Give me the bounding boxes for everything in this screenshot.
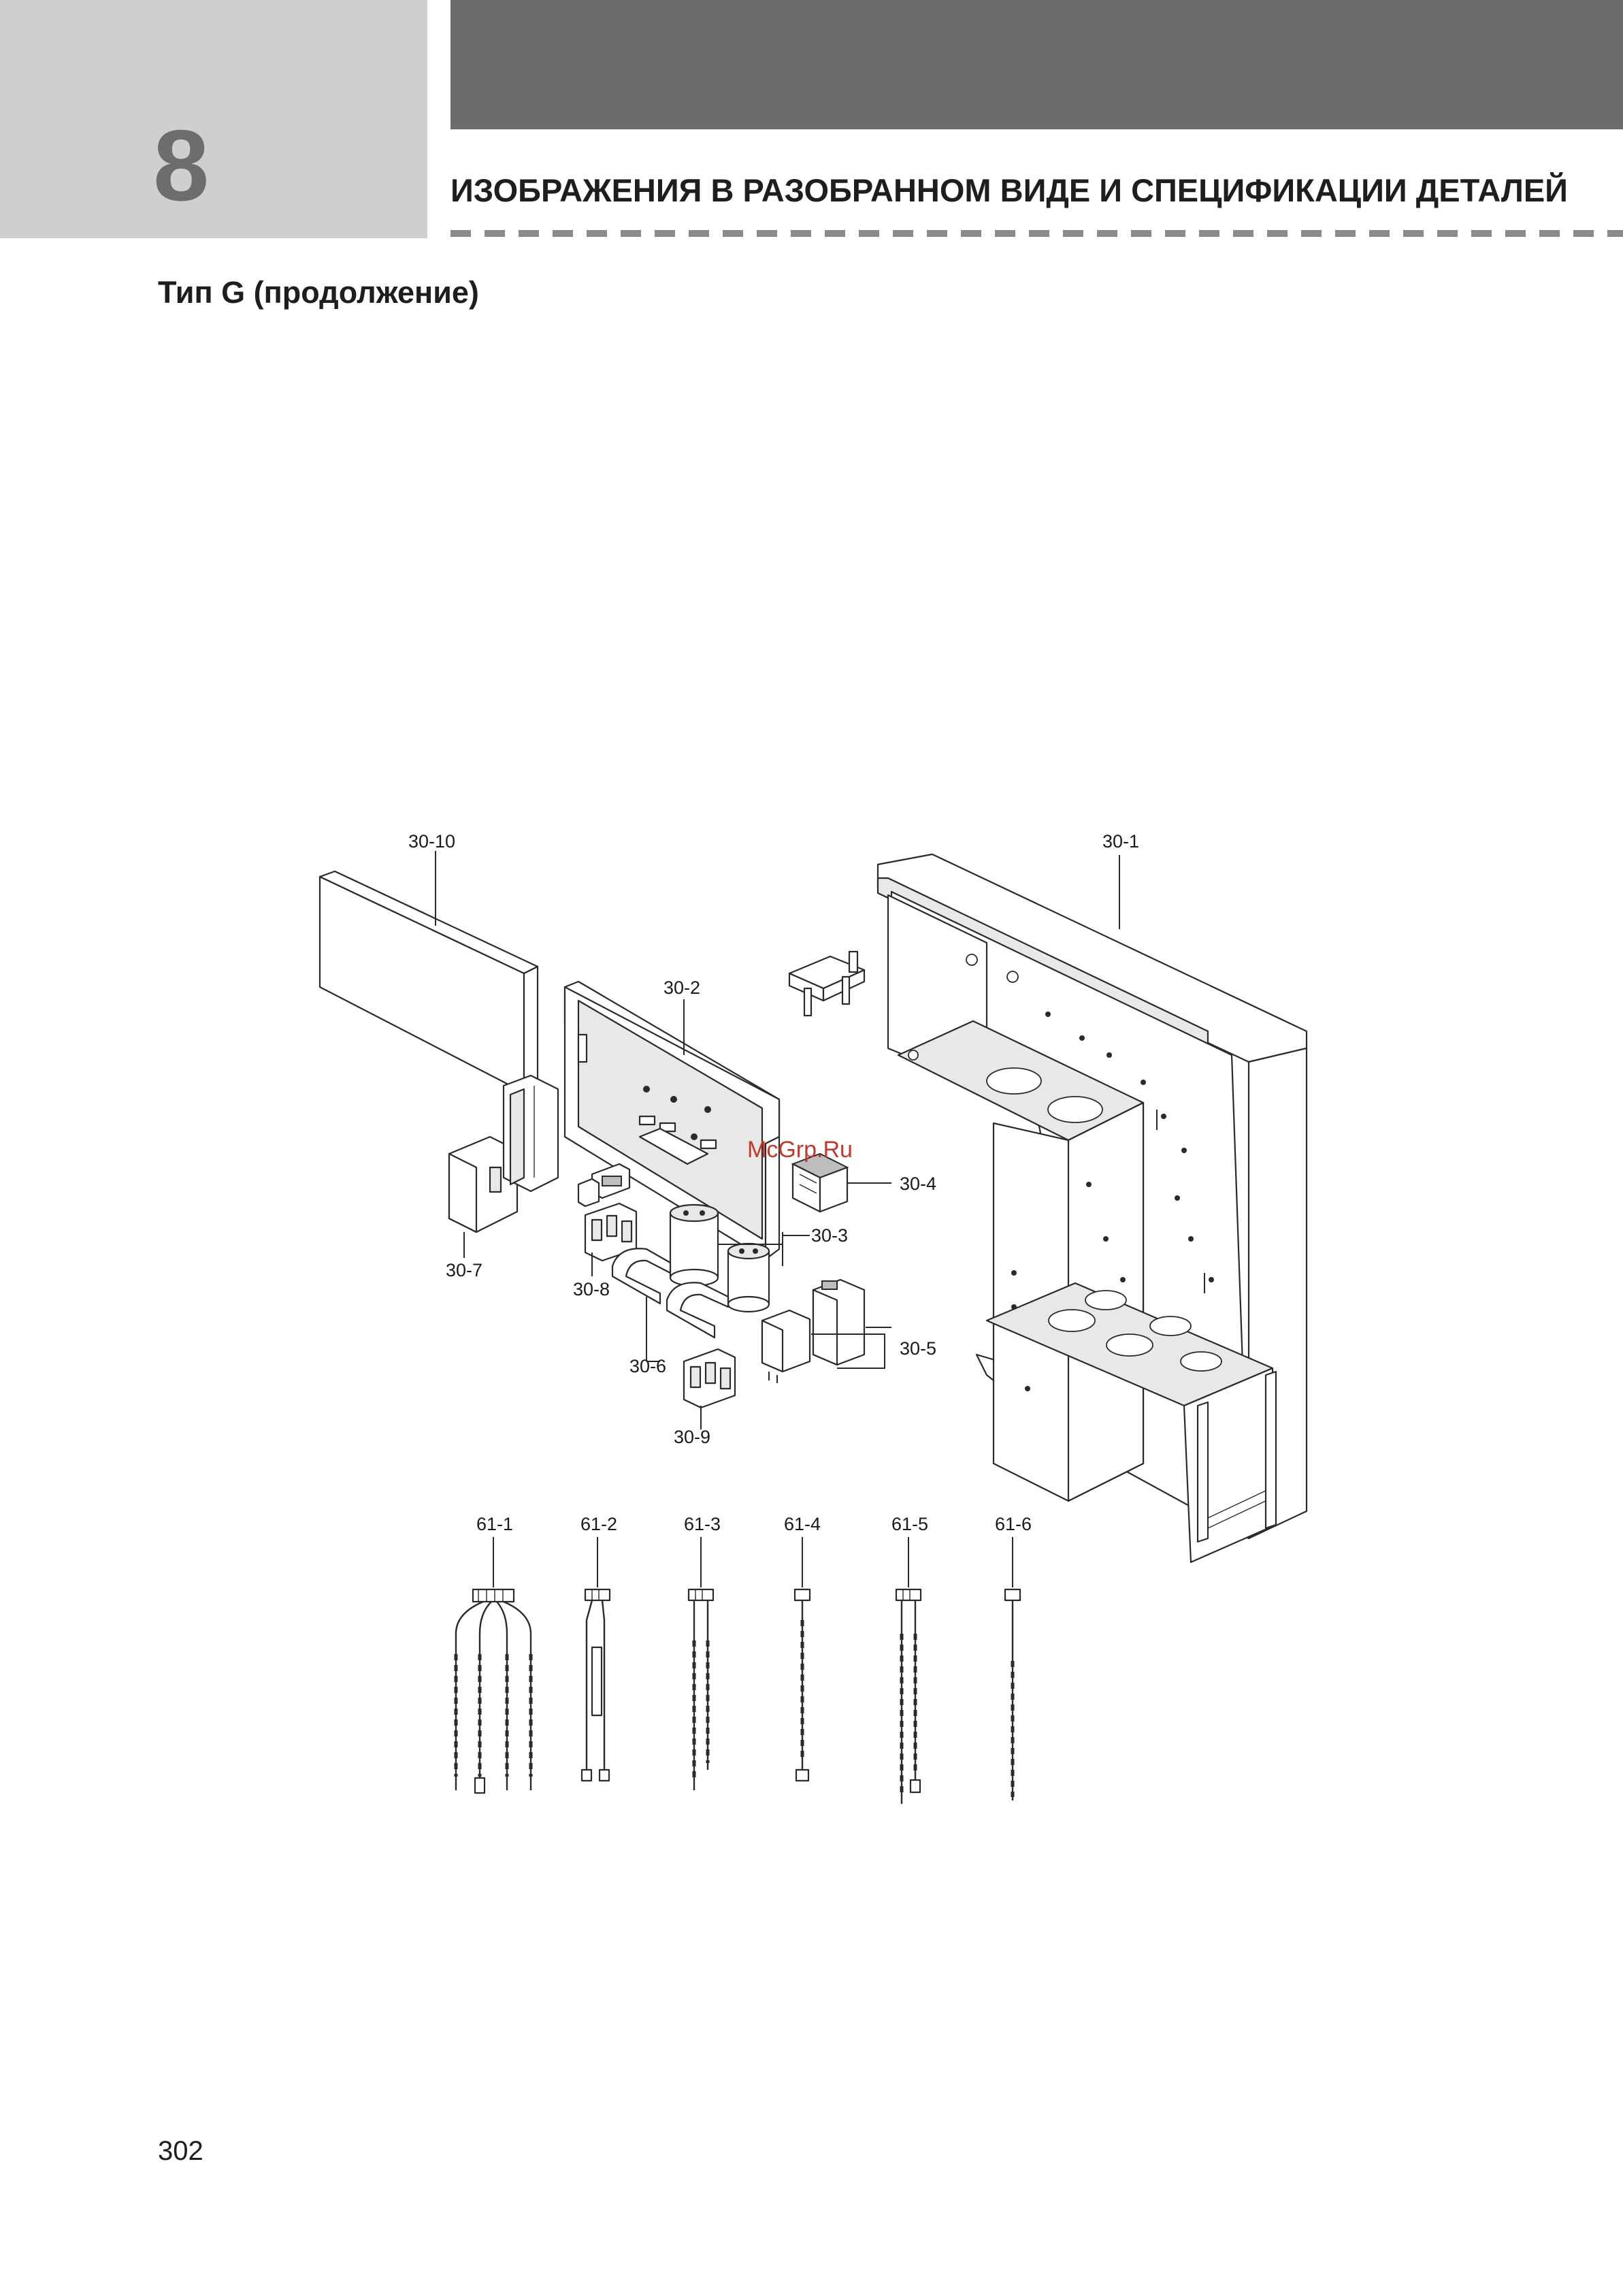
part-30-1-housing xyxy=(878,854,1307,1562)
label-30-10: 30-10 xyxy=(408,831,455,852)
harness-61-4 xyxy=(795,1589,810,1781)
page-number: 302 xyxy=(158,2135,203,2167)
part-small-relay xyxy=(578,1164,629,1206)
label-30-7: 30-7 xyxy=(446,1260,482,1280)
label-30-2: 30-2 xyxy=(663,977,700,998)
part-30-9-terminal xyxy=(684,1349,735,1408)
label-61-4: 61-4 xyxy=(784,1514,821,1534)
label-30-9: 30-9 xyxy=(674,1427,710,1447)
label-30-5: 30-5 xyxy=(900,1338,936,1359)
harness-61-2 xyxy=(582,1589,610,1781)
part-30-10-panel xyxy=(320,871,538,1093)
label-30-4: 30-4 xyxy=(900,1174,936,1194)
label-61-1: 61-1 xyxy=(476,1514,513,1534)
label-30-8: 30-8 xyxy=(573,1279,610,1299)
exploded-view-diagram: 30-10 30-2 30-1 30-4 30-3 30-7 30-8 30-5… xyxy=(293,830,1347,1824)
harness-61-3 xyxy=(689,1589,713,1790)
header-bar xyxy=(450,0,1623,129)
watermark: McGrp.Ru xyxy=(747,1137,853,1163)
harness-61-6 xyxy=(1005,1589,1020,1800)
label-30-6: 30-6 xyxy=(629,1356,666,1376)
section-title: ИЗОБРАЖЕНИЯ В РАЗОБРАННОМ ВИДЕ И СПЕЦИФИ… xyxy=(450,172,1607,210)
label-61-6: 61-6 xyxy=(995,1514,1032,1534)
part-bracket xyxy=(789,952,864,1016)
chapter-number: 8 xyxy=(153,116,235,216)
label-30-3: 30-3 xyxy=(811,1225,848,1246)
label-61-2: 61-2 xyxy=(580,1514,617,1534)
page-subtitle: Тип G (продолжение) xyxy=(158,274,479,311)
label-30-1: 30-1 xyxy=(1102,831,1139,852)
harness-61-1 xyxy=(456,1589,531,1793)
label-61-5: 61-5 xyxy=(891,1514,928,1534)
header-dashed-rule xyxy=(450,230,1623,237)
part-30-7-bracket xyxy=(449,1076,558,1232)
label-61-3: 61-3 xyxy=(684,1514,721,1534)
harness-61-5 xyxy=(896,1589,921,1804)
